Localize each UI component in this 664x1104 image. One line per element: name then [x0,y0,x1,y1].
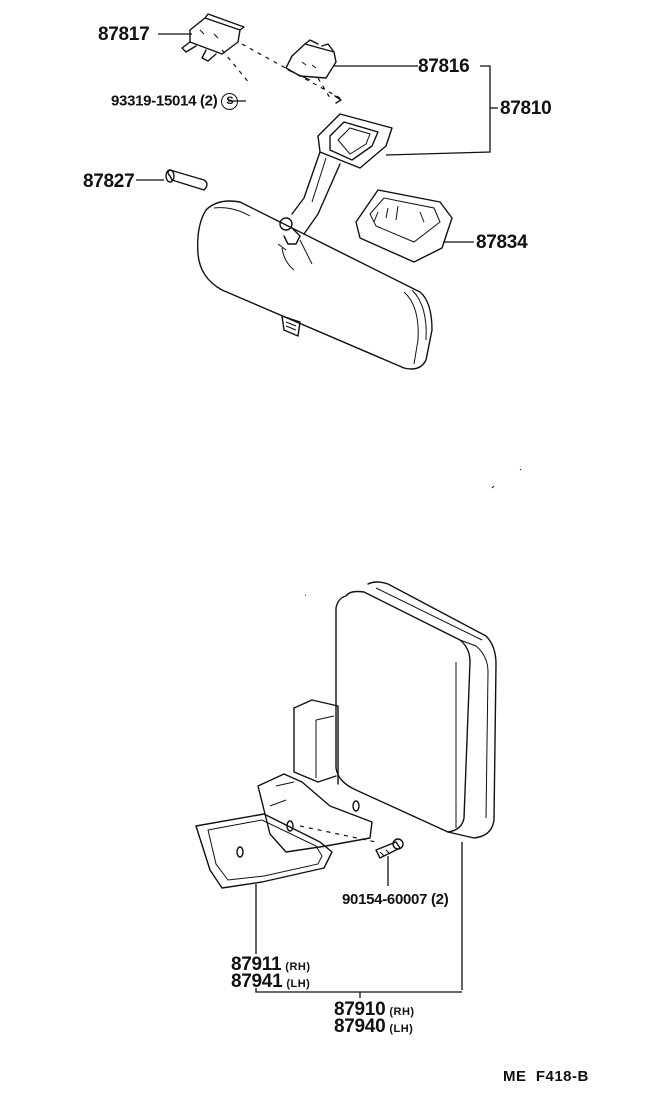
outer-mirror-drawing [195,581,497,998]
stay-drawing [291,113,393,235]
part-label-87911: 87911(RH) [231,955,311,974]
part-label-87810: 87810 [500,98,552,119]
part-label-87834: 87834 [476,232,528,253]
side-rh: (RH) [285,961,311,973]
part-number-87940: 87940 [334,1016,386,1037]
part-number-87941: 87941 [231,971,283,992]
bracket-87816-drawing [285,39,337,81]
part-label-93319-15014: 93319-15014 (2) S [111,92,239,110]
part-label-87816: 87816 [418,56,470,77]
part-label-87817: 87817 [98,24,150,45]
side-lh: (LH) [286,978,311,990]
clip-87817-drawing [181,13,245,62]
standard-part-s-icon: S [221,93,239,110]
part-label-87941: 87941(LH) [231,972,310,991]
part-number-87910: 87910 [334,999,386,1020]
part-number-93319-15014: 93319-15014 (2) [111,92,218,110]
part-number-87911: 87911 [231,954,282,975]
diagram-code: ME F418-B [503,1068,589,1085]
inner-mirror-drawing [196,200,433,370]
part-label-87827: 87827 [83,171,135,192]
cover-87834-drawing [355,189,474,263]
side-lh: (LH) [389,1023,414,1035]
part-label-87910: 87910(RH) [334,1000,415,1019]
part-label-90154-60007: 90154-60007 (2) [342,891,449,908]
part-label-87940: 87940(LH) [334,1017,413,1036]
cap-87827-drawing [136,169,208,191]
side-rh: (RH) [389,1006,415,1018]
